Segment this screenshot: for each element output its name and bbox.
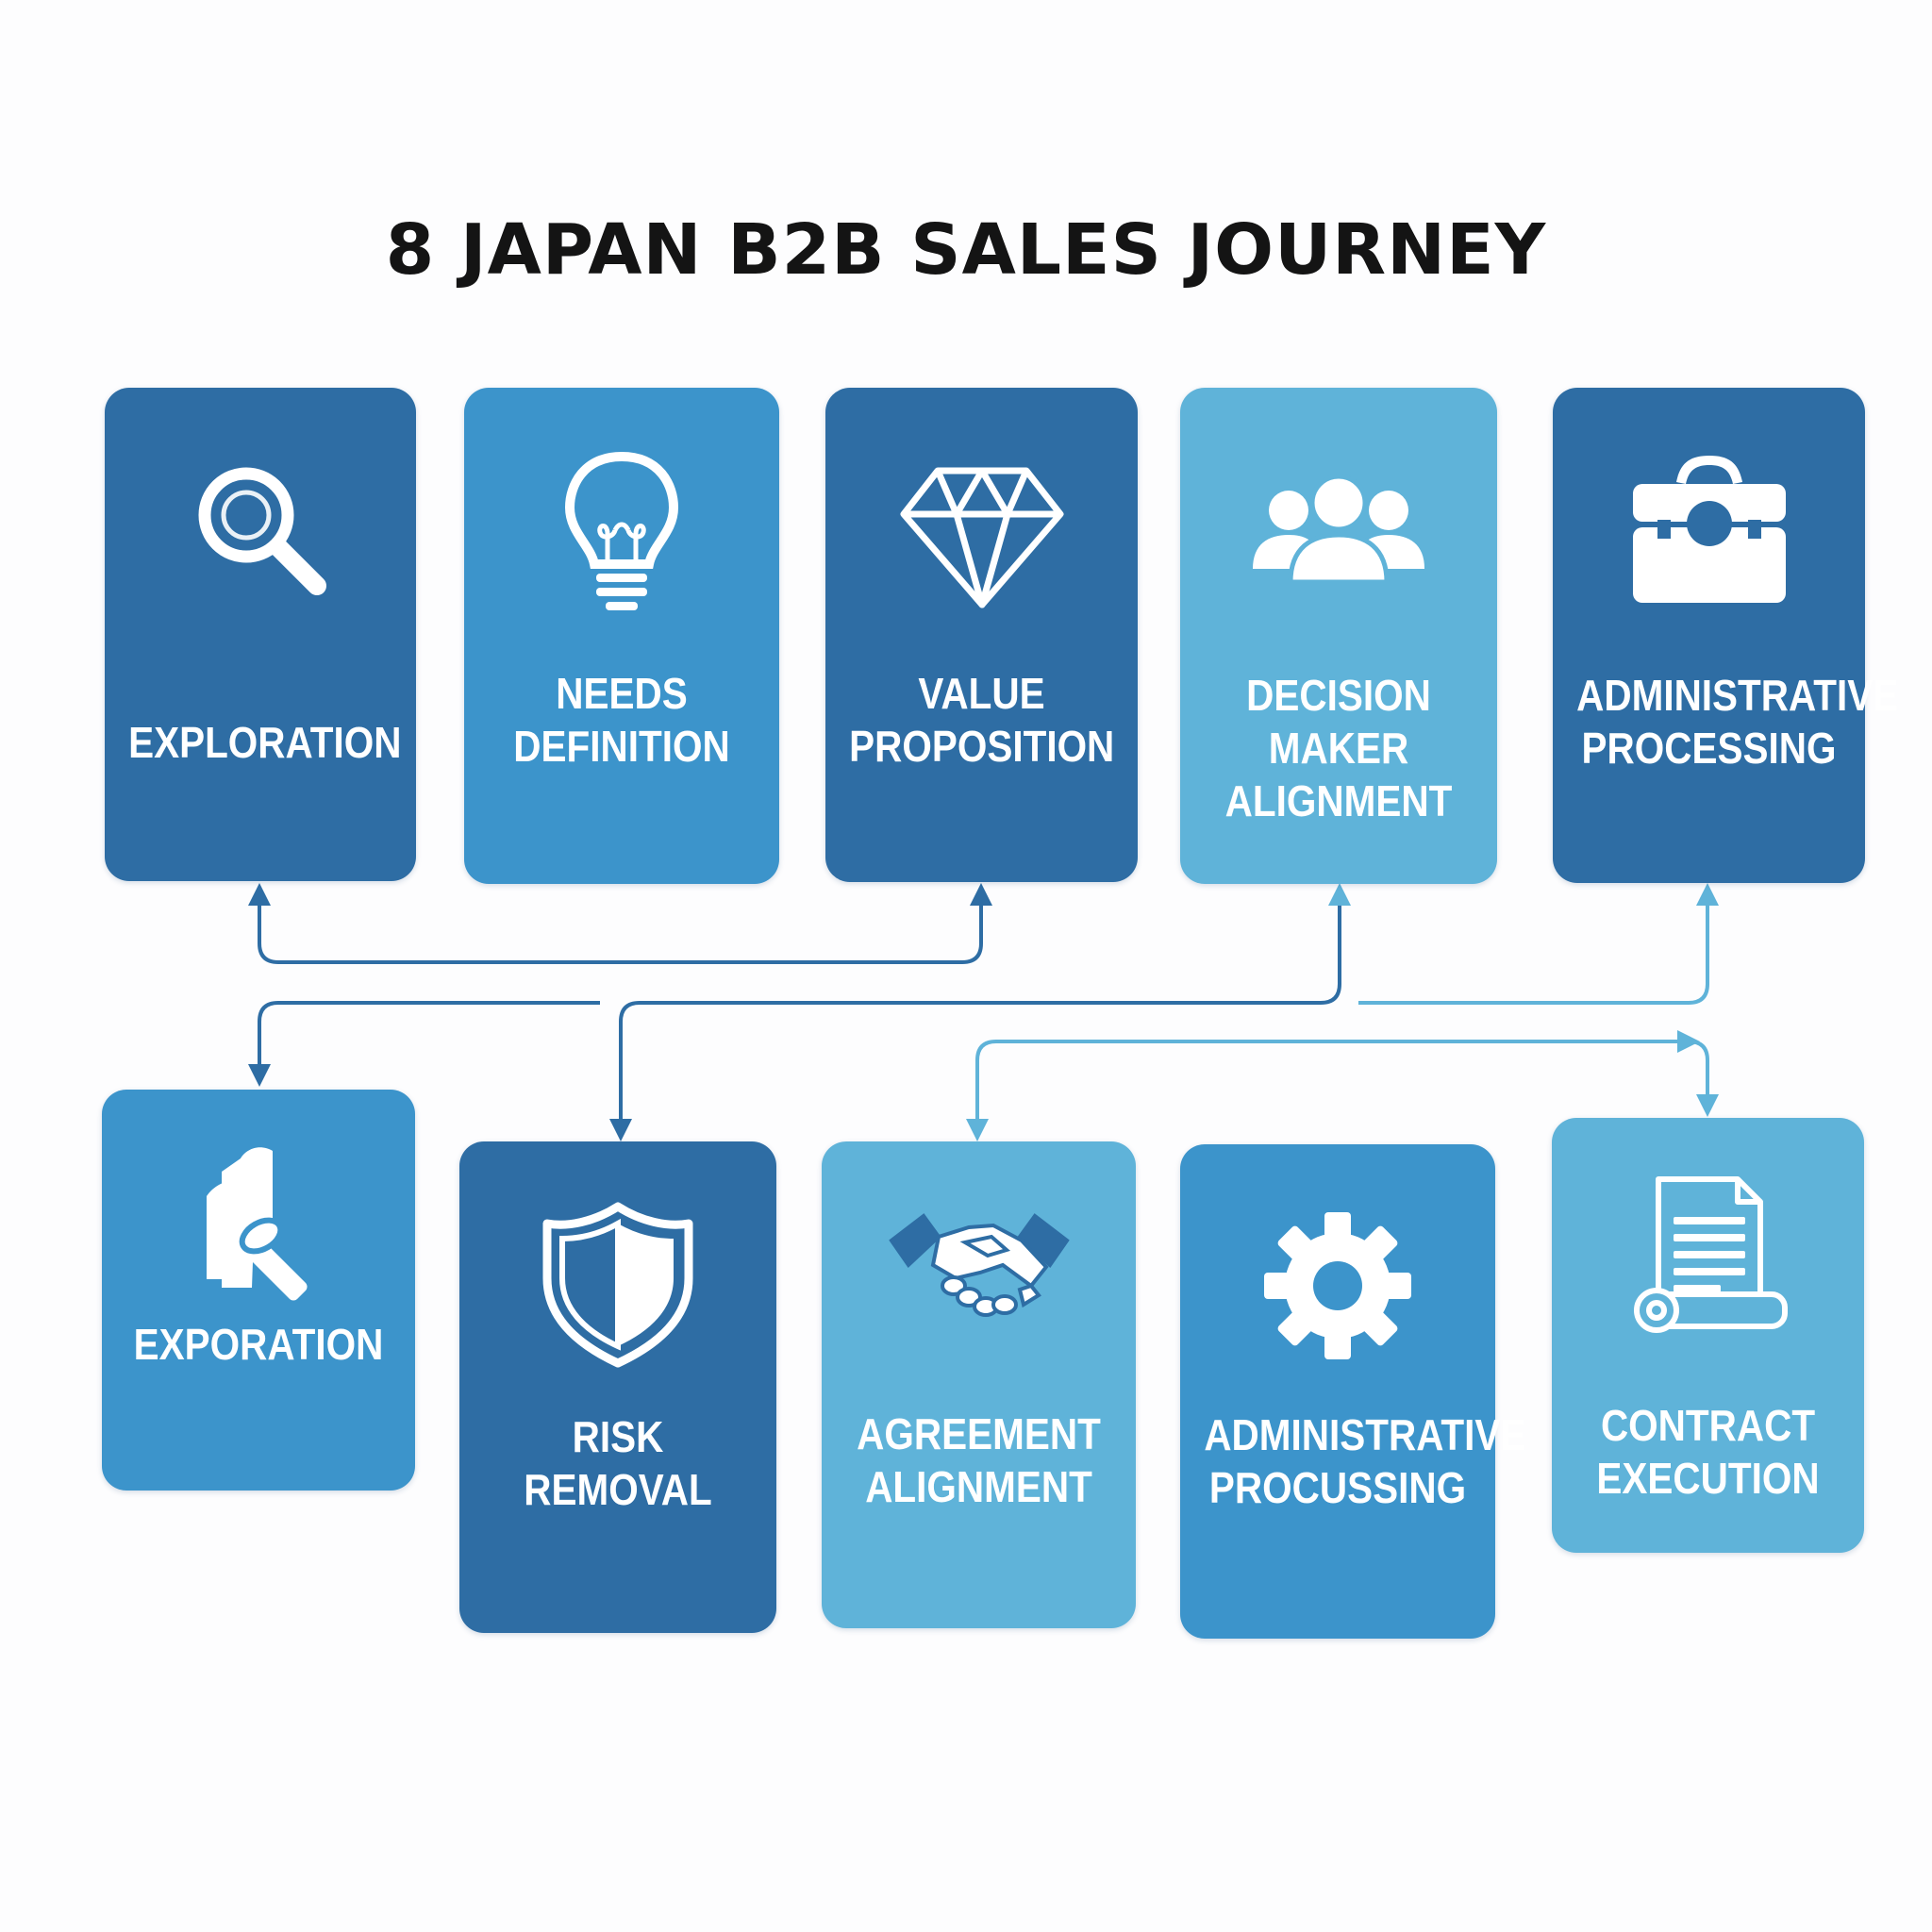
card-label: CONTRACT EXECUTION <box>1596 1401 1820 1503</box>
magnifier-icon <box>198 467 326 595</box>
connector-to-exporation <box>248 1001 600 1087</box>
card-exploration[interactable]: EXPLORATION <box>105 388 416 881</box>
diamond-icon <box>900 467 1063 608</box>
card-label: AGREEMENT ALIGNMENT <box>857 1409 1101 1511</box>
card-risk-removal[interactable]: RISK REMOVAL <box>459 1141 776 1633</box>
hand-hammer-icon <box>207 1147 308 1301</box>
handshake-icon <box>888 1213 1070 1317</box>
card-administrative-processing[interactable]: ADMINISTRATIVE PROCESSING <box>1553 388 1899 883</box>
card-label: ADMINISTRATIVE PROCUSSING <box>1204 1410 1526 1512</box>
card-label: VALUE PROPOSITION <box>849 669 1115 771</box>
card-label: DECISION MAKER ALIGNMENT <box>1224 671 1453 825</box>
lightbulb-icon <box>564 451 679 610</box>
card-label: ADMINISTRATIVE PROCESSING <box>1576 671 1899 773</box>
card-decision-maker-alignment[interactable]: DECISION MAKER ALIGNMENT <box>1180 388 1497 884</box>
card-value-proposition[interactable]: VALUE PROPOSITION <box>825 388 1138 882</box>
card-label: NEEDS DEFINITION <box>513 669 730 771</box>
diagram-title: 8 JAPAN B2B SALES JOURNEY <box>385 209 1547 291</box>
gear-icon <box>1264 1212 1411 1359</box>
connector-agreement-to-contract <box>966 1030 1700 1141</box>
card-label: EXPORATION <box>133 1320 384 1369</box>
card-label: EXPLORATION <box>128 718 402 767</box>
people-group-icon <box>1253 474 1424 585</box>
briefcase-icon <box>1632 456 1786 603</box>
card-needs-definition[interactable]: NEEDS DEFINITION <box>464 388 779 884</box>
card-exporation[interactable]: EXPORATION <box>102 1090 415 1491</box>
card-administrative-procussing[interactable]: ADMINISTRATIVE PROCUSSING <box>1180 1144 1526 1639</box>
card-contract-execution[interactable]: CONTRACT EXECUTION <box>1552 1118 1864 1553</box>
contract-document-icon <box>1633 1176 1788 1333</box>
card-label: RISK REMOVAL <box>524 1412 712 1514</box>
connector-exploration-value-proposition <box>248 883 992 964</box>
connector-decision-maker-to-risk-removal <box>609 883 1351 1141</box>
shield-icon <box>542 1202 693 1368</box>
card-agreement-alignment[interactable]: AGREEMENT ALIGNMENT <box>822 1141 1136 1628</box>
connector-to-contract-execution <box>1688 1040 1719 1117</box>
connector-to-administrative-processing <box>1358 883 1719 1005</box>
